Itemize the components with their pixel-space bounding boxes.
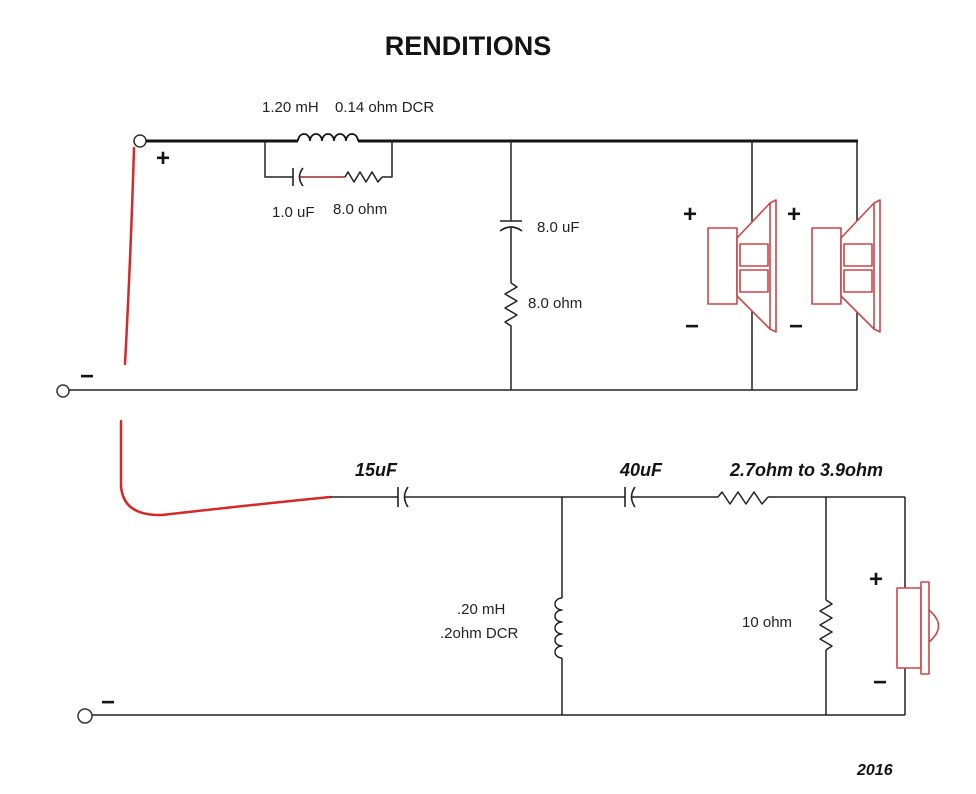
woofer-speaker-1 xyxy=(707,199,777,333)
shunt-capacitor-label: 8.0 uF xyxy=(537,219,580,236)
woofer-inductor-dcr-label: 0.14 ohm DCR xyxy=(335,99,434,116)
tweeter-input-minus-sign: − xyxy=(101,689,115,716)
woofer-series-inductor xyxy=(297,133,359,142)
tweeter-capacitor-1-label: 15uF xyxy=(355,460,398,480)
year-label: 2016 xyxy=(856,762,893,779)
tweeter-series-resistor xyxy=(717,491,769,505)
woofer-positive-terminal xyxy=(133,134,147,148)
speaker-1-magnet xyxy=(707,227,738,305)
tweeter-dome xyxy=(928,609,940,643)
jumper-wire-lower xyxy=(119,419,332,517)
notch-capacitor-label: 1.0 uF xyxy=(272,204,315,221)
woofer-inductor-value-label: 1.20 mH xyxy=(262,99,319,116)
tweeter-capacitor-2-label: 40uF xyxy=(619,460,663,480)
shunt-resistor xyxy=(504,282,518,330)
tweeter-section: 15uF 40uF 2.7ohm to 3.9ohm .20 mH .2ohm … xyxy=(77,460,940,724)
notch-wire-right xyxy=(382,141,393,178)
tweeter-series-resistor-label: 2.7ohm to 3.9ohm xyxy=(729,460,883,480)
woofer-section: + 1.20 mH 0.14 ohm DCR 1.0 uF 8.0 ohm 8.… xyxy=(56,99,881,398)
jumper-wire xyxy=(119,146,332,517)
speaker-1-plus-sign: + xyxy=(683,201,697,228)
woofer-input-minus-sign: − xyxy=(80,363,94,390)
tweeter-body xyxy=(896,587,922,669)
tweeter-inductor-value-label: .20 mH xyxy=(457,601,505,618)
tweeter-minus-sign: − xyxy=(873,669,887,696)
jumper-wire-upper xyxy=(123,146,136,366)
woofer-input-plus-sign: + xyxy=(156,145,170,172)
notch-branch: 1.0 uF 8.0 ohm xyxy=(264,141,393,221)
tweeter-speaker xyxy=(896,581,940,675)
notch-capacitor-plate-curved xyxy=(298,167,304,187)
tweeter-shunt-inductor xyxy=(554,597,563,659)
speaker-2-minus-sign: − xyxy=(789,313,803,340)
notch-resistor-label: 8.0 ohm xyxy=(333,201,387,218)
speaker-2-coil-upper xyxy=(843,243,873,267)
speaker-1-coil-upper xyxy=(739,243,769,267)
speaker-1-minus-sign: − xyxy=(685,313,699,340)
tweeter-negative-terminal xyxy=(77,708,93,724)
tweeter-inductor-dcr-label: .2ohm DCR xyxy=(440,625,519,642)
woofer-shunt-branch: 8.0 uF 8.0 ohm xyxy=(499,141,582,390)
speaker-2-magnet xyxy=(811,227,842,305)
diagram-title: RENDITIONS xyxy=(385,31,552,61)
shunt-resistor-label: 8.0 ohm xyxy=(528,295,582,312)
notch-wire-left xyxy=(264,141,293,178)
tweeter-shunt-resistor-label: 10 ohm xyxy=(742,614,792,631)
tweeter-shunt-resistor xyxy=(819,599,833,651)
speaker-2-coil-lower xyxy=(843,269,873,293)
woofer-speaker-2 xyxy=(811,199,881,333)
notch-resistor xyxy=(344,171,383,183)
speaker-2-plus-sign: + xyxy=(787,201,801,228)
tweeter-plus-sign: + xyxy=(869,566,883,593)
tweeter-flange xyxy=(920,581,930,675)
speaker-1-coil-lower xyxy=(739,269,769,293)
woofer-negative-terminal xyxy=(56,384,70,398)
